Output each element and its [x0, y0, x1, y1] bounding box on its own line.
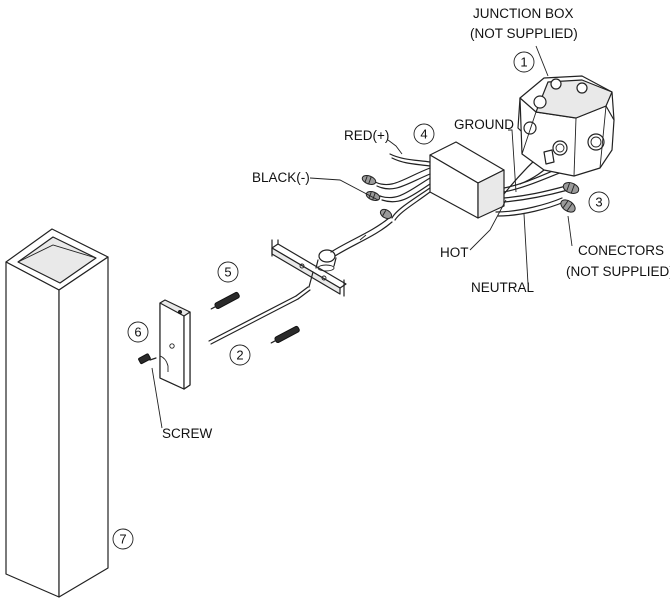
- driver-box: [429, 141, 505, 219]
- screws: [210, 291, 300, 344]
- svg-text:6: 6: [134, 325, 141, 340]
- label-neutral: NEUTRAL: [471, 280, 535, 295]
- svg-text:7: 7: [119, 532, 126, 547]
- label-connectors-2: (NOT SUPPLIED): [566, 264, 670, 279]
- text-labels: JUNCTION BOX (NOT SUPPLIED) GROUND RED(+…: [162, 6, 670, 441]
- svg-text:2: 2: [236, 348, 243, 363]
- callout-3: 3: [588, 191, 610, 213]
- svg-text:1: 1: [520, 55, 527, 70]
- mounting-plate: [138, 299, 191, 429]
- callout-5: 5: [217, 261, 239, 283]
- label-black: BLACK(-): [252, 170, 310, 185]
- rod: [208, 286, 311, 345]
- svg-text:5: 5: [224, 265, 231, 280]
- leader-lines: [309, 45, 573, 285]
- plate-screw: [138, 353, 157, 365]
- junction-box: [517, 75, 615, 177]
- label-junction-box-2: (NOT SUPPLIED): [470, 26, 578, 41]
- callout-1: 1: [513, 51, 535, 73]
- svg-text:4: 4: [420, 127, 427, 142]
- svg-text:3: 3: [595, 195, 602, 210]
- callout-4: 4: [413, 123, 435, 145]
- label-ground: GROUND: [454, 117, 514, 132]
- label-hot: HOT: [440, 245, 469, 260]
- lamp-cable: [330, 217, 393, 257]
- crossbar: [271, 239, 347, 297]
- post: [5, 228, 109, 598]
- left-wires: [361, 153, 431, 221]
- callout-7: 7: [112, 528, 134, 550]
- callout-2: 2: [229, 344, 251, 366]
- label-red: RED(+): [344, 128, 389, 143]
- callouts: 1 2 3 4 5 6 7: [112, 51, 610, 550]
- label-connectors-1: CONECTORS: [578, 243, 664, 258]
- callout-6: 6: [127, 321, 149, 343]
- label-junction-box-1: JUNCTION BOX: [473, 6, 574, 21]
- label-screw: SCREW: [162, 426, 213, 441]
